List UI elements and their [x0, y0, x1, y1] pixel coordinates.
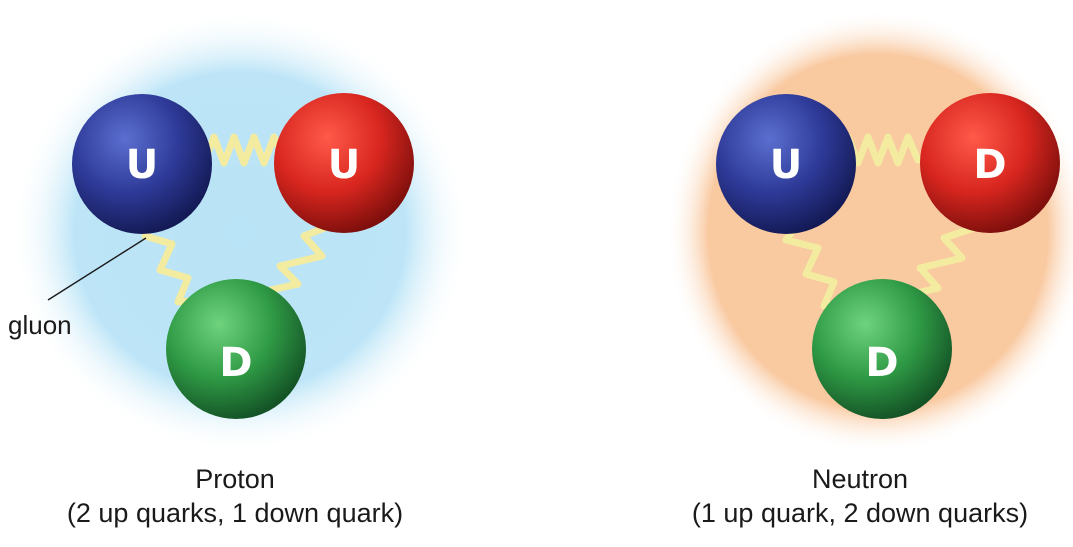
neutron-composition: (1 up quark, 2 down quarks)	[691, 498, 1029, 528]
neutron-name: Neutron	[811, 464, 909, 494]
proton-up-quark-red	[274, 93, 414, 233]
proton-composition: (2 up quarks, 1 down quark)	[66, 498, 404, 528]
gluon-proton-left	[141, 204, 206, 306]
gluon-pointer-line	[47, 237, 147, 301]
gluon-proton-right	[258, 218, 344, 296]
proton-up-quark-blue	[72, 94, 212, 234]
gluon-neutron-left	[782, 212, 850, 310]
proton-quark-label-2: U	[328, 142, 360, 188]
proton-down-quark-green	[166, 279, 306, 419]
neutron-quark-label-1: U	[770, 142, 802, 188]
neutron-quark-label-3: D	[865, 340, 898, 386]
neutron-caption: Neutron (1 up quark, 2 down quarks)	[650, 462, 1070, 530]
neutron-down-quark-red	[920, 93, 1060, 233]
proton-group: U U D	[10, 10, 470, 454]
proton-quark-label-1: U	[126, 142, 158, 188]
gluon-proton-top	[201, 133, 286, 167]
neutron-up-quark-blue	[716, 94, 856, 234]
neutron-group: U D D	[666, 10, 1073, 454]
gluon-label: gluon	[8, 310, 72, 340]
neutron-quark-label-2: D	[973, 142, 1006, 188]
gluon-neutron-right	[900, 222, 984, 300]
proton-quark-label-3: D	[219, 340, 252, 386]
neutron-down-quark-green	[812, 279, 952, 419]
proton-name: Proton	[195, 464, 275, 494]
proton-caption: Proton (2 up quarks, 1 down quark)	[10, 462, 460, 530]
